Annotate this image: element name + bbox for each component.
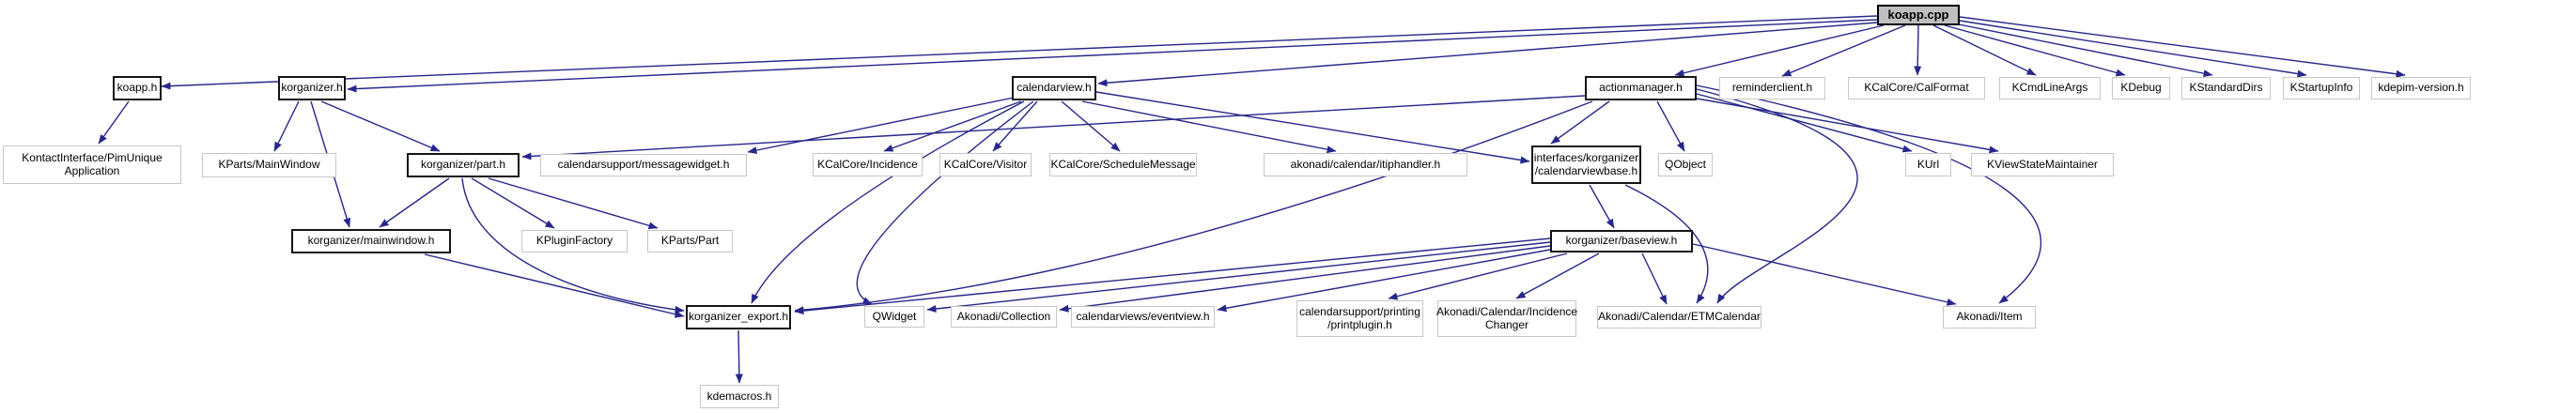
node-kurl: KUrl — [1905, 153, 1951, 176]
node-koapp_h[interactable]: koapp.h — [113, 76, 162, 100]
node-kdepim_version_h: kdepim-version.h — [2371, 77, 2471, 99]
node-reminderclient_h: reminderclient.h — [1719, 77, 1825, 99]
node-kcmdlineargs: KCmdLineArgs — [1999, 77, 2101, 99]
edge-korganizer_part_h-to-kpluginfactory — [471, 177, 555, 229]
edge-korganizer_baseview_h-to-korganizer_export_h — [794, 237, 1551, 315]
edge-calendarview_h-to-kcalcore_schedulemessage — [1061, 100, 1121, 152]
edge-korganizer_part_h-to-korganizer_mainwindow_h — [379, 177, 450, 228]
node-kstandarddirs: KStandardDirs — [2181, 77, 2271, 99]
node-korganizer_baseview_h[interactable]: korganizer/baseview.h — [1550, 230, 1693, 252]
node-qobject: QObject — [1658, 153, 1713, 176]
edge-koapp_cpp-to-koapp_h — [161, 15, 1878, 90]
node-akonadi_collection: Akonadi/Collection — [951, 306, 1057, 328]
node-koapp_cpp: koapp.cpp — [1877, 5, 1960, 25]
node-messagewidget: calendarsupport/messagewidget.h — [540, 154, 747, 176]
node-calendarview_h[interactable]: calendarview.h — [1012, 76, 1096, 100]
edge-koapp_cpp-to-kdepim_version_h — [1959, 16, 2406, 78]
node-korganizer_mainwindow_h[interactable]: korganizer/mainwindow.h — [291, 229, 451, 253]
edge-actionmanager_h-to-etmcalendar — [1696, 88, 1858, 304]
edge-koapp_cpp-to-kcalcore_calformat — [1914, 24, 1922, 76]
edge-koapp_cpp-to-reminderclient_h — [1781, 24, 1906, 77]
node-kparts_mainwindow: KParts/MainWindow — [202, 153, 336, 177]
edge-korganizer_baseview_h-to-akonadi_item — [1692, 243, 1957, 306]
edge-koapp_cpp-to-actionmanager_h — [1674, 24, 1885, 77]
edge-calendarview_h-to-kcalcore_incidence — [883, 100, 1022, 152]
edge-korganizer_baseview_h-to-printplugin — [1388, 252, 1568, 300]
node-kdebug: KDebug — [2112, 77, 2170, 99]
edge-koapp_h-to-kontact_pimunique — [98, 100, 130, 145]
node-kontact_pimunique: KontactInterface/PimUnique Application — [3, 145, 181, 184]
edge-calendarviewbase-to-etmcalendar — [1624, 184, 1709, 304]
edge-korganizer_part_h-to-kparts_part — [488, 177, 659, 230]
node-kcalcore_incidence: KCalCore/Incidence — [813, 153, 923, 176]
node-eventview: calendarviews/eventview.h — [1071, 306, 1215, 328]
edge-calendarview_h-to-qwidget — [856, 100, 1034, 305]
edge-actionmanager_h-to-qobject — [1656, 100, 1685, 152]
node-korganizer_h[interactable]: korganizer.h — [278, 76, 346, 100]
node-kcalcore_calformat: KCalCore/CalFormat — [1848, 77, 1985, 99]
node-akonadi_item: Akonadi/Item — [1943, 306, 2036, 329]
edge-koapp_cpp-to-calendarview_h — [1097, 22, 1878, 87]
edge-korganizer_mainwindow_h-to-korganizer_export_h — [424, 253, 685, 318]
node-korganizer_export_h[interactable]: korganizer_export.h — [686, 305, 791, 329]
edge-actionmanager_h-to-akonadi_item — [1696, 84, 2041, 304]
node-kpluginfactory: KPluginFactory — [521, 230, 628, 252]
edge-calendarview_h-to-itiphandler — [1081, 100, 1337, 154]
edge-korganizer_h-to-kparts_mainwindow — [273, 100, 300, 152]
node-incidencechanger: Akonadi/Calendar/Incidence Changer — [1436, 300, 1577, 337]
node-kdemacros_h: kdemacros.h — [700, 385, 779, 408]
edge-korganizer_baseview_h-to-eventview — [1217, 249, 1551, 313]
node-actionmanager_h[interactable]: actionmanager.h — [1585, 76, 1697, 100]
edge-calendarview_h-to-kcalcore_visitor — [992, 100, 1038, 152]
edge-calendarview_h-to-calendarviewbase — [1095, 91, 1530, 164]
edge-koapp_cpp-to-kstandarddirs — [1953, 23, 2213, 78]
edge-koapp_cpp-to-kdebug — [1944, 24, 2126, 77]
edge-korganizer_baseview_h-to-incidencechanger — [1515, 252, 1600, 299]
node-kstartupinfo: KStartupInfo — [2283, 77, 2360, 99]
edge-koapp_cpp-to-kstartupinfo — [1959, 20, 2307, 78]
node-korganizer_part_h[interactable]: korganizer/part.h — [407, 153, 520, 177]
node-printplugin: calendarsupport/printing /printplugin.h — [1296, 300, 1423, 337]
edge-korganizer_part_h-to-korganizer_export_h — [461, 177, 685, 314]
node-kparts_part: KParts/Part — [647, 230, 733, 252]
node-etmcalendar: Akonadi/Calendar/ETMCalendar — [1597, 306, 1761, 329]
edge-actionmanager_h-to-calendarviewbase — [1550, 100, 1610, 145]
edge-actionmanager_h-to-kurl — [1696, 93, 1913, 153]
node-kcalcore_schedulemessage: KCalCore/ScheduleMessage — [1049, 153, 1197, 176]
node-qwidget: QWidget — [864, 306, 924, 328]
edge-actionmanager_h-to-kviewstatemaintainer — [1696, 98, 1999, 154]
edge-korganizer_baseview_h-to-qwidget — [926, 241, 1551, 313]
edge-actionmanager_h-to-korganizer_export_h — [794, 100, 1593, 314]
edge-actionmanager_h-to-korganizer_part_h — [521, 95, 1586, 161]
node-kviewstatemaintainer: KViewStateMaintainer — [1971, 153, 2114, 176]
node-kcalcore_visitor: KCalCore/Visitor — [939, 153, 1032, 176]
edge-korganizer_h-to-korganizer_part_h — [320, 100, 441, 152]
edge-korganizer_baseview_h-to-akonadi_collection — [1059, 245, 1551, 313]
edge-korganizer_export_h-to-kdemacros_h — [735, 329, 743, 384]
edge-calendarviewbase-to-korganizer_baseview_h — [1589, 184, 1615, 229]
node-itiphandler: akonadi/calendar/itiphandler.h — [1264, 153, 1467, 176]
edge-koapp_cpp-to-korganizer_h — [347, 19, 1878, 93]
node-calendarviewbase[interactable]: interfaces/korganizer /calendarviewbase.… — [1531, 145, 1641, 184]
edge-calendarview_h-to-messagewidget — [747, 97, 1015, 155]
edge-koapp_cpp-to-kcmdlineargs — [1932, 24, 2037, 76]
edge-korganizer_baseview_h-to-etmcalendar — [1641, 252, 1668, 305]
edge-calendarview_h-to-korganizer_export_h — [751, 100, 1025, 304]
